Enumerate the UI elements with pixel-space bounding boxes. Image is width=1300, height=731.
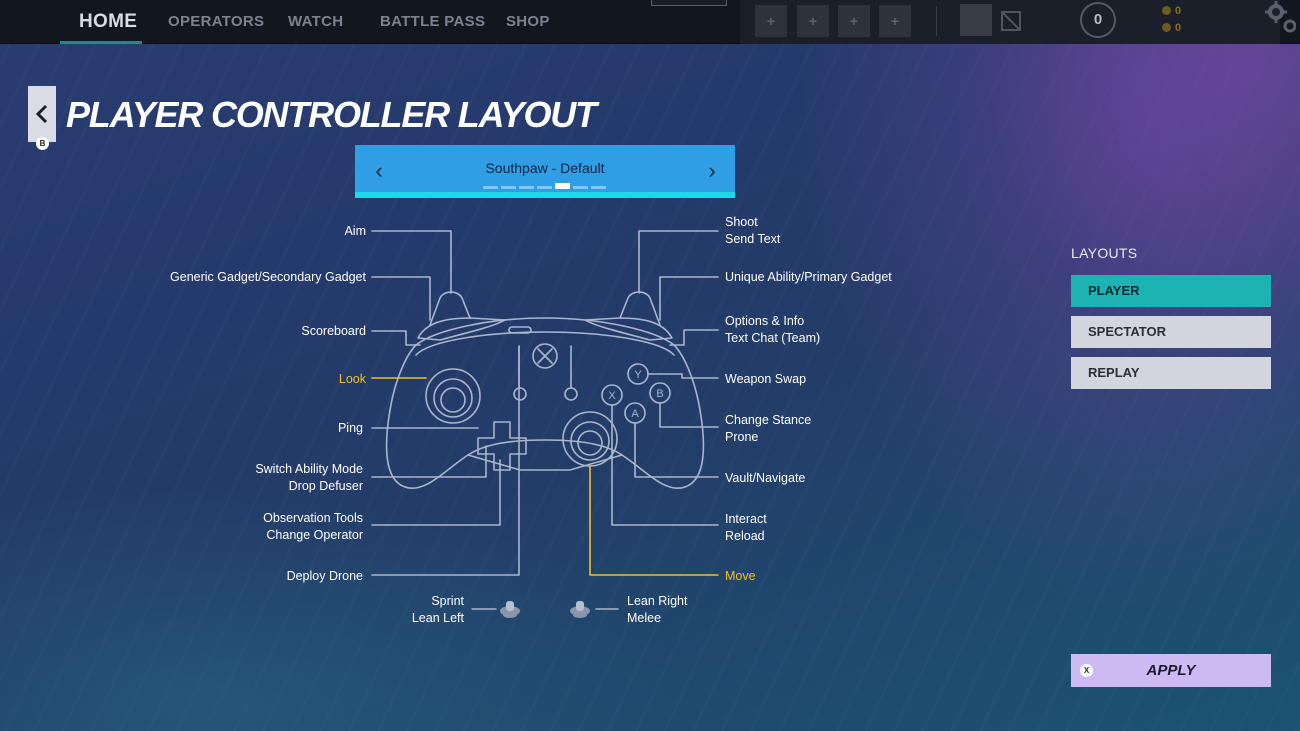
- binding-unique-ability: Unique Ability/Primary Gadget: [725, 270, 892, 284]
- leader-scoreboard: [371, 330, 421, 346]
- nav-active-underline: [60, 41, 142, 44]
- preset-next-button[interactable]: ›: [708, 158, 716, 183]
- binding-aim: Aim: [344, 224, 366, 238]
- usb-port: [508, 326, 532, 334]
- left-stick-inner: [433, 378, 473, 418]
- leader-shoot: [638, 230, 719, 294]
- right-stick-press-icon: [570, 601, 590, 618]
- binding-scoreboard: Scoreboard: [301, 324, 366, 338]
- squad-slot-4[interactable]: +: [879, 5, 911, 37]
- page-title: PLAYER CONTROLLER LAYOUT: [66, 94, 597, 135]
- squad-panel: + + + +: [740, 0, 1280, 44]
- layout-spectator-button[interactable]: SPECTATOR: [1071, 316, 1271, 348]
- leader-move: [589, 465, 719, 576]
- nav-tab-home[interactable]: HOME: [79, 11, 138, 32]
- binding-look: Look: [338, 372, 366, 386]
- leader-interact: [611, 404, 719, 526]
- apply-key-hint: X: [1080, 664, 1093, 677]
- left-bumper: [417, 317, 506, 341]
- binding-weapon-swap: Weapon Swap: [725, 372, 807, 386]
- right-stick-inner: [570, 421, 610, 461]
- squad-slot-1[interactable]: +: [755, 5, 787, 37]
- binding-vault: Vault/Navigate: [725, 471, 806, 485]
- menu-button: [564, 387, 578, 401]
- left-stick-press-icon: [500, 601, 520, 618]
- xbox-logo: [532, 343, 558, 369]
- gear-icon[interactable]: [1262, 0, 1296, 34]
- x-button-label: X: [608, 390, 616, 402]
- credits-counter: 0: [1162, 22, 1181, 34]
- leader-options: [669, 329, 719, 346]
- divider: [936, 6, 937, 36]
- nav-tab-watch[interactable]: WATCH: [288, 13, 344, 30]
- squad-slot-3[interactable]: +: [838, 5, 870, 37]
- view-button: [513, 387, 527, 401]
- top-nav-bar: HOME OPERATORS WATCH BATTLE PASS SHOP + …: [0, 0, 1300, 44]
- leader-vault: [634, 422, 719, 478]
- preset-name: Southpaw - Default: [485, 160, 605, 176]
- layouts-heading: LAYOUTS: [1071, 245, 1138, 261]
- preset-page-dot[interactable]: [591, 186, 606, 189]
- y-button-label: Y: [634, 369, 642, 381]
- controller-inner-contour: [415, 331, 675, 356]
- nav-tab-operators[interactable]: OPERATORS: [168, 13, 265, 30]
- leader-deploy-drone: [371, 345, 520, 576]
- leader-switch-ability: [371, 445, 487, 478]
- chevron-left-icon: [35, 104, 48, 124]
- squad-slot-2[interactable]: +: [797, 5, 829, 37]
- renown-icon: [1162, 6, 1171, 15]
- nav-tab-shop[interactable]: SHOP: [506, 13, 550, 30]
- back-key-hint: B: [36, 137, 49, 150]
- layout-player-button[interactable]: PLAYER: [1071, 275, 1271, 307]
- leader-generic-gadget: [371, 276, 431, 321]
- binding-deploy-drone: Deploy Drone: [286, 569, 363, 583]
- leader-weapon-swap: [647, 373, 719, 379]
- apply-button[interactable]: APPLY: [1071, 654, 1271, 687]
- no-signal-icon: [1001, 11, 1021, 31]
- renown-counter: 0: [1162, 5, 1181, 17]
- leader-aim: [371, 230, 452, 294]
- layout-replay-button[interactable]: REPLAY: [1071, 357, 1271, 389]
- credits-icon: [1162, 23, 1171, 32]
- preset-selector: ‹ Southpaw - Default ›: [355, 145, 735, 198]
- dpad: [477, 421, 527, 471]
- leader-change-stance: [659, 402, 719, 428]
- leader-unique-ability: [659, 276, 719, 321]
- preset-prev-button[interactable]: ‹: [375, 158, 383, 183]
- avatar[interactable]: [960, 4, 992, 36]
- preset-page-dot[interactable]: [519, 186, 534, 189]
- preset-page-dot[interactable]: [501, 186, 516, 189]
- binding-ping: Ping: [337, 421, 363, 435]
- left-stick-outer: [425, 368, 481, 424]
- preset-page-dot-active[interactable]: [555, 183, 570, 189]
- leader-observation: [371, 459, 501, 526]
- a-button-label: A: [631, 408, 639, 420]
- preset-page-dot[interactable]: [483, 186, 498, 189]
- rank-badge[interactable]: 0: [1080, 2, 1116, 38]
- right-bumper: [584, 317, 673, 341]
- nav-tab-battle-pass[interactable]: BATTLE PASS: [380, 13, 486, 30]
- top-center-indicator: [651, 0, 727, 6]
- preset-page-dot[interactable]: [537, 186, 552, 189]
- preset-page-dot[interactable]: [573, 186, 588, 189]
- b-button-label: B: [656, 388, 663, 400]
- binding-move: Move: [725, 569, 756, 583]
- binding-generic-gadget: Generic Gadget/Secondary Gadget: [170, 270, 366, 284]
- back-button[interactable]: [28, 86, 56, 142]
